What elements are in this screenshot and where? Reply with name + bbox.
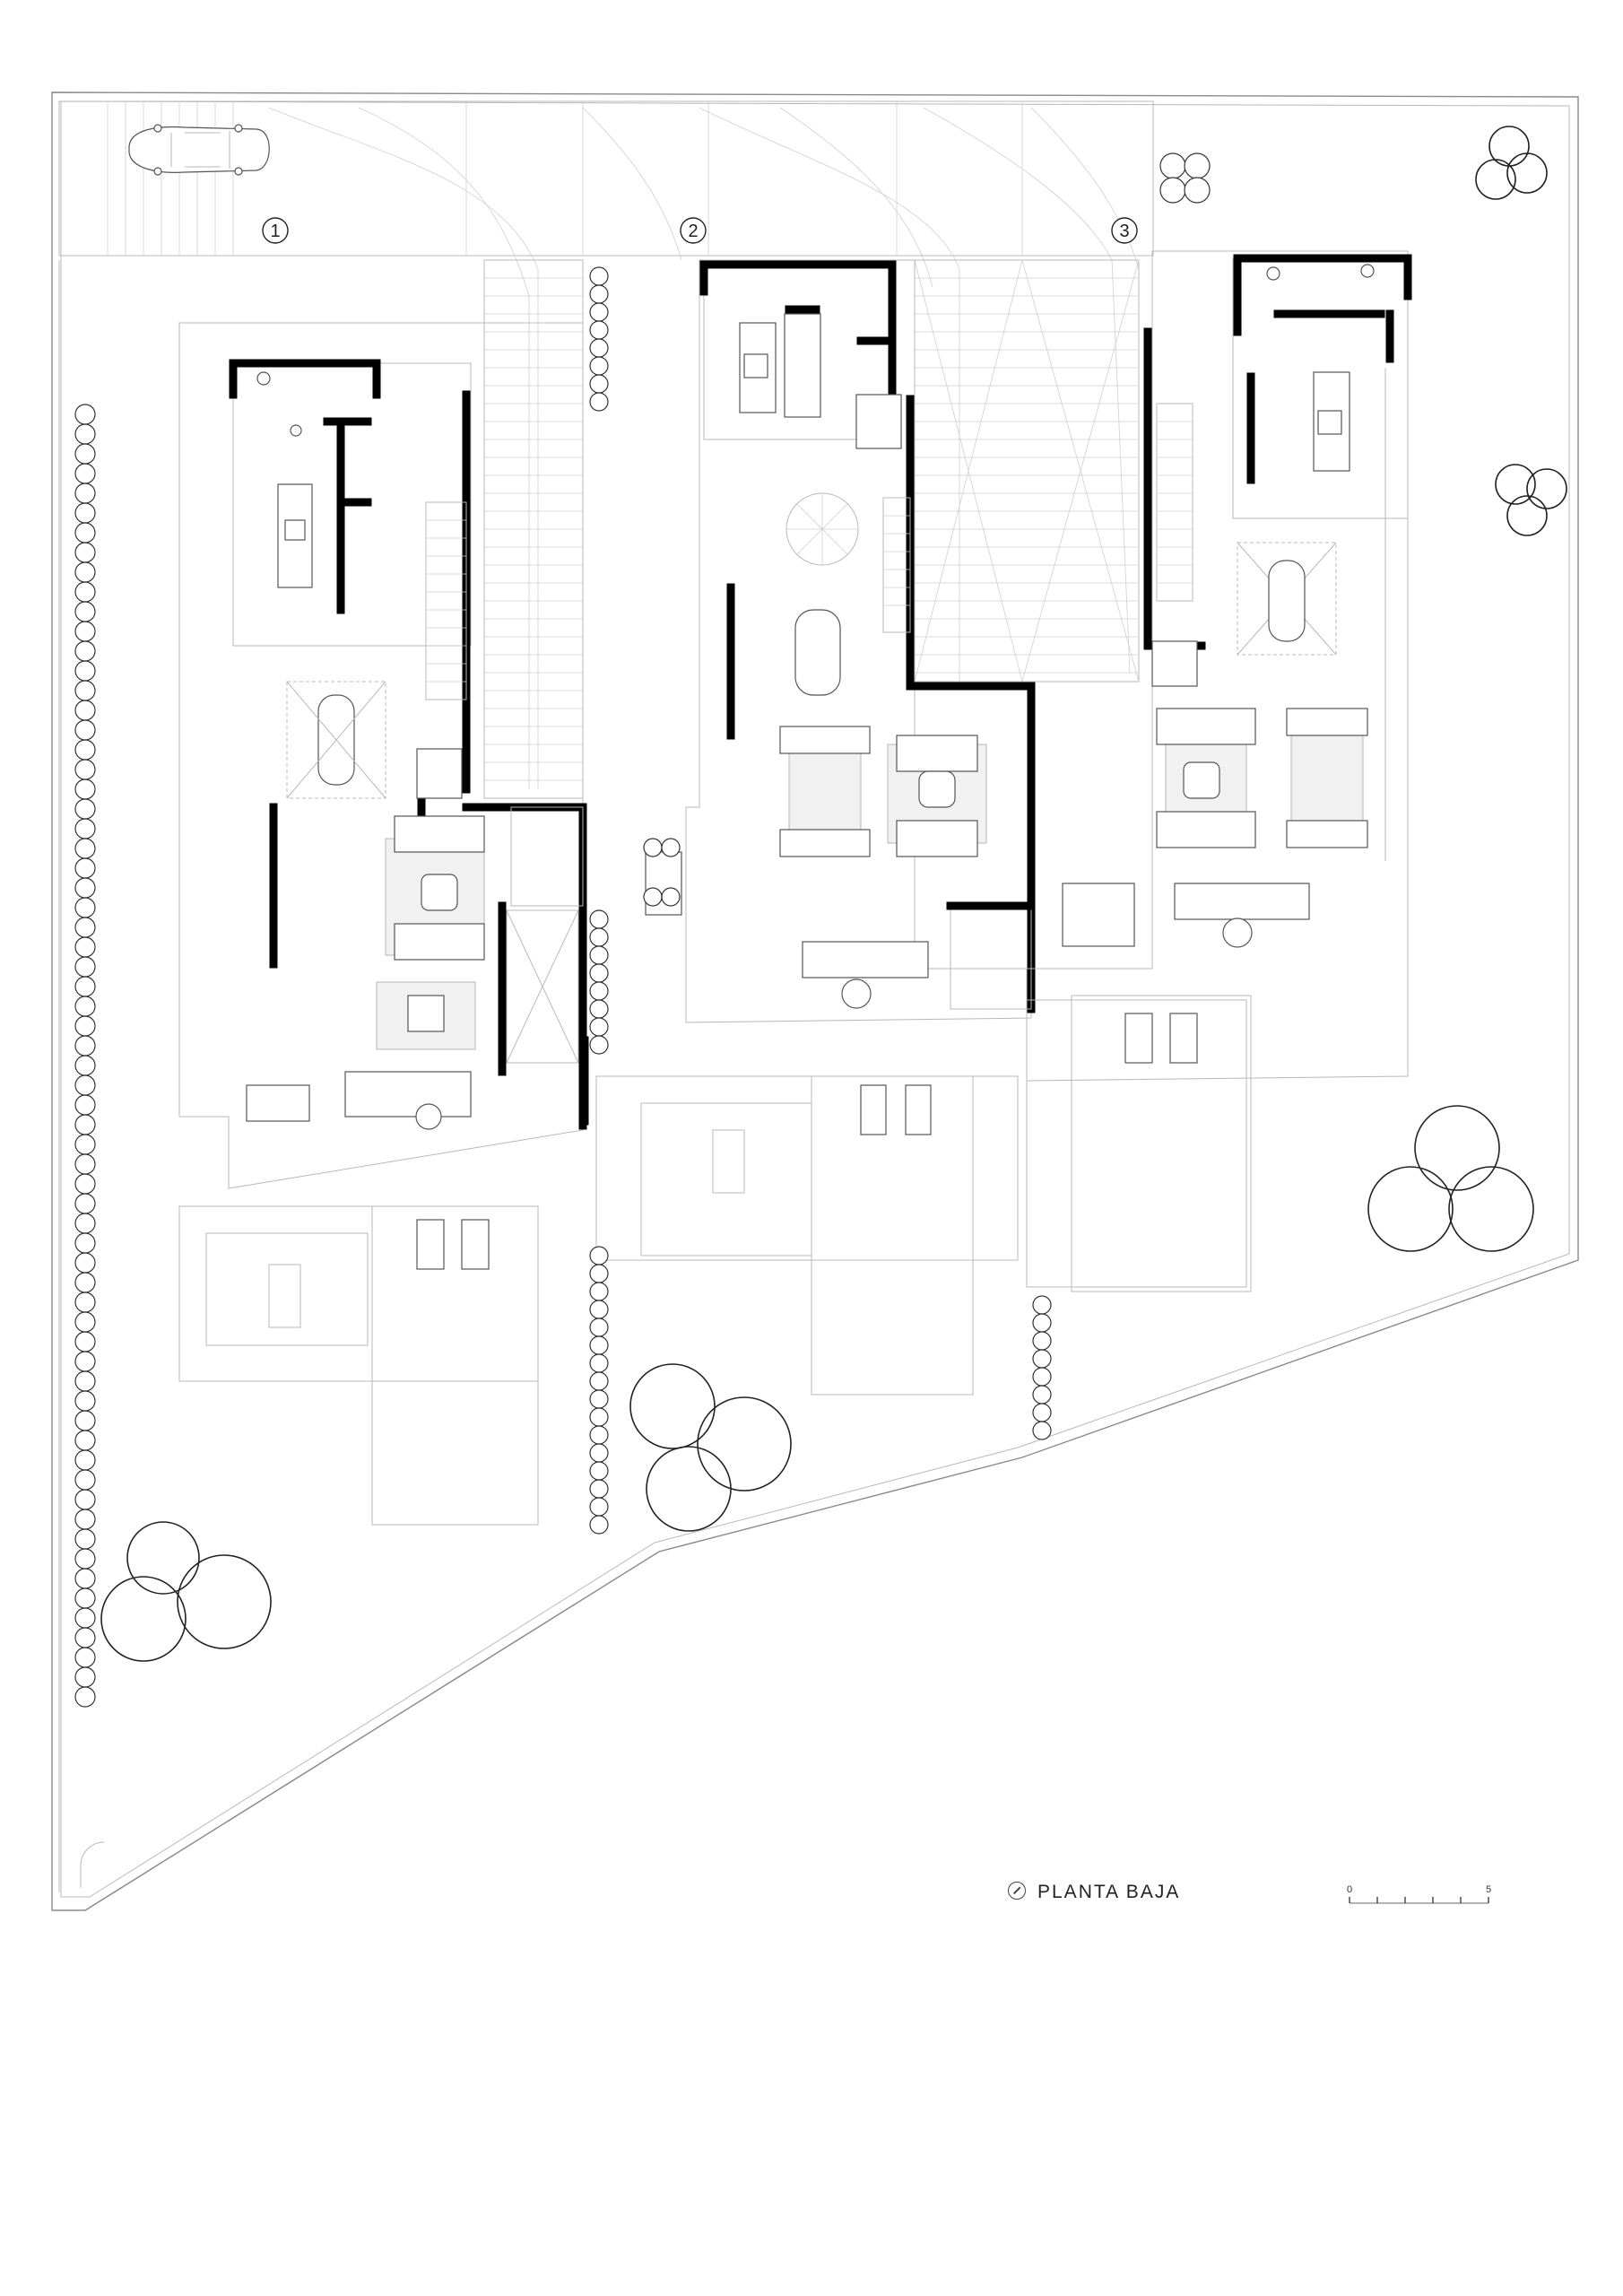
north-arrow-icon <box>1008 1882 1026 1900</box>
unit-number-2: 2 <box>688 222 698 241</box>
scale-bar: 0 5 <box>1347 1884 1491 1904</box>
unit-number-3: 3 <box>1119 222 1129 241</box>
unit-label-2: 2 <box>680 217 707 244</box>
house-3 <box>1026 250 1412 1082</box>
scale-label-end: 5 <box>1486 1884 1491 1895</box>
house-1 <box>178 322 587 1189</box>
house-2 <box>645 259 1036 1023</box>
tree-icon <box>100 126 1567 1662</box>
unit-label-1: 1 <box>262 217 289 244</box>
car-icon <box>128 124 270 176</box>
plan-title: PLANTA BAJA <box>1037 1882 1181 1902</box>
unit-number-1: 1 <box>270 222 280 241</box>
site-boundary <box>51 91 1579 1911</box>
gardens <box>178 995 1252 1526</box>
unit-label-3: 3 <box>1111 217 1138 244</box>
scale-label-start: 0 <box>1347 1884 1352 1895</box>
shrub-icon <box>74 152 1211 1708</box>
